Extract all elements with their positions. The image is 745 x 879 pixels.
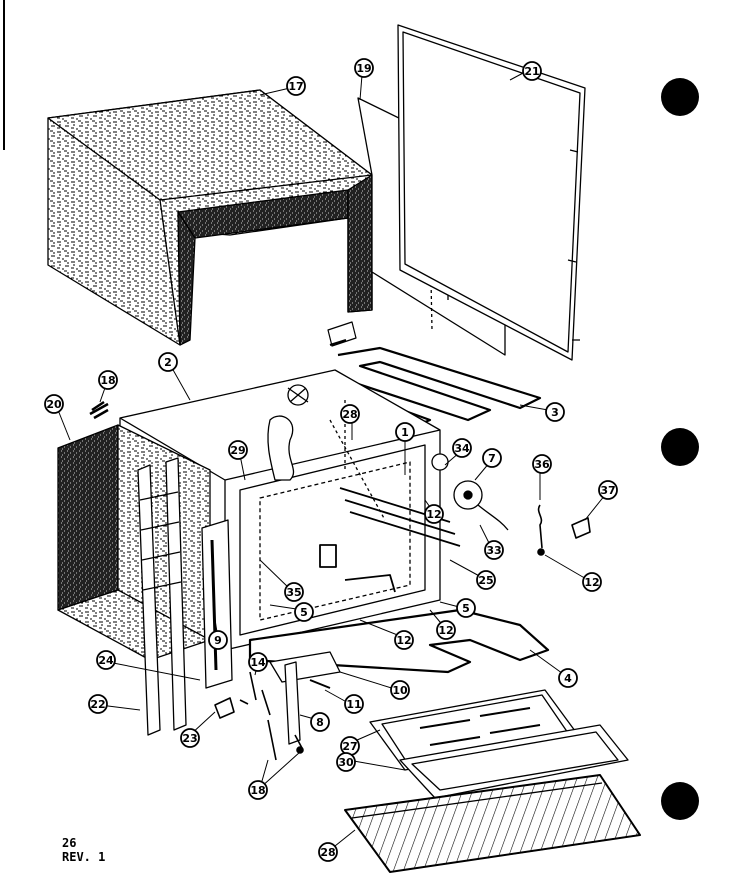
callout-12-c: 12 <box>394 630 414 650</box>
callout-12-b: 12 <box>424 504 444 524</box>
svg-text:34: 34 <box>454 442 470 455</box>
callout-30: 30 <box>336 752 356 772</box>
oven-rack-28 <box>344 774 641 873</box>
page-footer: 26 REV. 1 <box>62 836 105 864</box>
callout-11: 11 <box>344 694 364 714</box>
callout-28-top: 28 <box>340 404 360 424</box>
svg-text:12: 12 <box>438 624 453 637</box>
callout-20: 20 <box>44 394 64 414</box>
thermostat-7 <box>453 480 483 510</box>
svg-text:37: 37 <box>600 484 615 497</box>
side-insulation-20 <box>57 424 211 661</box>
svg-text:10: 10 <box>392 684 408 697</box>
callout-35: 35 <box>284 582 304 602</box>
svg-text:12: 12 <box>396 634 411 647</box>
svg-text:1: 1 <box>401 426 409 439</box>
callout-4: 4 <box>558 668 578 688</box>
broil-pan-insert-27 <box>369 689 579 771</box>
callout-34: 34 <box>452 438 472 458</box>
svg-text:12: 12 <box>426 508 441 521</box>
svg-text:23: 23 <box>182 732 197 745</box>
svg-text:20: 20 <box>46 398 62 411</box>
callout-8: 8 <box>310 712 330 732</box>
svg-text:5: 5 <box>462 602 470 615</box>
binder-hole-middle <box>661 428 699 466</box>
callout-17: 17 <box>286 76 306 96</box>
callout-27: 27 <box>340 736 360 756</box>
callout-33: 33 <box>484 540 504 560</box>
callout-2: 2 <box>158 352 178 372</box>
rail-22 <box>137 457 187 736</box>
back-panel-21 <box>397 24 586 361</box>
callout-7: 7 <box>482 448 502 468</box>
svg-text:2: 2 <box>164 356 172 369</box>
svg-text:27: 27 <box>342 740 357 753</box>
svg-text:5: 5 <box>300 606 308 619</box>
binder-hole-bottom <box>661 782 699 820</box>
callout-5-b: 5 <box>456 598 476 618</box>
callout-12-d: 12 <box>436 620 456 640</box>
clip-37 <box>571 517 591 539</box>
upper-heating-element-3 <box>319 321 542 430</box>
svg-text:11: 11 <box>346 698 361 711</box>
side-rail-9 <box>201 519 233 689</box>
clip-36 <box>537 504 545 556</box>
broil-pan-30 <box>399 724 629 799</box>
svg-text:33: 33 <box>486 544 501 557</box>
callout-12-a: 12 <box>582 572 602 592</box>
callout-28-bottom: 28 <box>318 842 338 862</box>
svg-text:29: 29 <box>230 444 245 457</box>
callout-23: 23 <box>180 728 200 748</box>
svg-text:21: 21 <box>524 65 539 78</box>
svg-text:8: 8 <box>316 716 324 729</box>
screw-11 <box>309 679 331 689</box>
page-number: 26 <box>62 836 77 850</box>
svg-text:30: 30 <box>338 756 354 769</box>
svg-text:17: 17 <box>288 80 303 93</box>
callout-36: 36 <box>532 454 552 474</box>
callout-19: 19 <box>354 58 374 78</box>
callout-9: 9 <box>208 630 228 650</box>
hardware-small <box>89 400 304 761</box>
svg-text:7: 7 <box>488 452 496 465</box>
svg-text:18: 18 <box>100 374 115 387</box>
callout-5-a: 5 <box>294 602 314 622</box>
revision-label: REV. 1 <box>62 850 106 864</box>
svg-text:36: 36 <box>534 458 550 471</box>
callout-1: 1 <box>395 422 415 442</box>
callout-29: 29 <box>228 440 248 460</box>
callouts: 17 19 21 2 18 20 3 1 28 29 34 7 36 37 12… <box>44 58 618 862</box>
wire-33 <box>477 504 509 531</box>
callout-10: 10 <box>390 680 410 700</box>
svg-text:28: 28 <box>320 846 335 859</box>
svg-text:3: 3 <box>551 406 559 419</box>
svg-text:19: 19 <box>356 62 371 75</box>
svg-text:4: 4 <box>564 672 572 685</box>
svg-text:14: 14 <box>250 656 266 669</box>
callout-21: 21 <box>522 61 542 81</box>
callout-25: 25 <box>476 570 496 590</box>
svg-text:24: 24 <box>98 654 114 667</box>
callout-18-top: 18 <box>98 370 118 390</box>
svg-text:22: 22 <box>90 698 105 711</box>
svg-text:9: 9 <box>214 634 222 647</box>
callout-24: 24 <box>96 650 116 670</box>
callout-22: 22 <box>88 694 108 714</box>
svg-text:35: 35 <box>286 586 301 599</box>
callout-37: 37 <box>598 480 618 500</box>
outer-wrapper-17 <box>47 89 373 346</box>
lamp-34 <box>431 453 449 471</box>
callout-18-bottom: 18 <box>248 780 268 800</box>
svg-text:12: 12 <box>584 576 599 589</box>
svg-text:18: 18 <box>250 784 265 797</box>
svg-text:25: 25 <box>478 574 493 587</box>
binder-hole-top <box>661 78 699 116</box>
bracket-8 <box>284 661 301 745</box>
svg-text:28: 28 <box>342 408 357 421</box>
callout-3: 3 <box>545 402 565 422</box>
callout-14: 14 <box>248 652 268 672</box>
